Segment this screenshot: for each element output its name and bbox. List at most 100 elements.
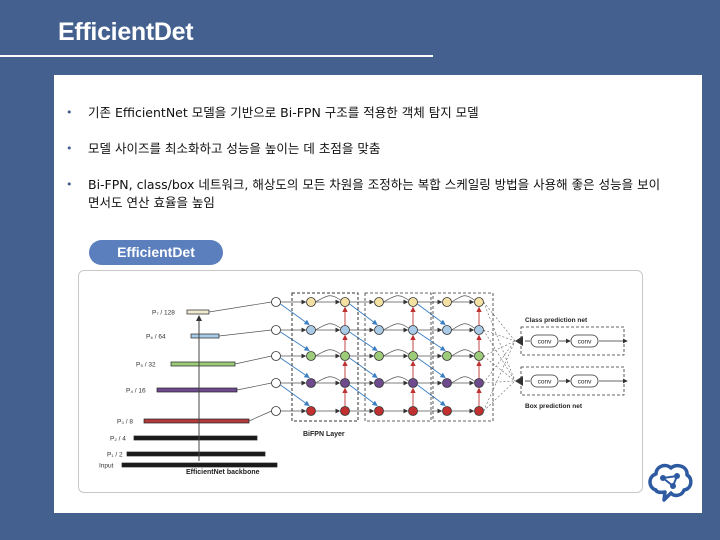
bifpn-node	[306, 378, 316, 388]
backbone-bar	[186, 309, 210, 315]
bifpn-node	[340, 325, 350, 335]
backbone-level-label: P₁ / 2	[107, 452, 123, 459]
backbone-level-label: P₇ / 128	[152, 310, 175, 317]
bifpn-node	[408, 351, 418, 361]
skip-edge	[315, 323, 341, 331]
backbone-bar	[170, 361, 236, 367]
backbone-label: EfficientNet backbone	[186, 469, 260, 476]
backbone-level-label: P₄ / 16	[126, 388, 146, 395]
skip-edge	[383, 349, 409, 357]
head-input-edge	[483, 301, 516, 382]
brain-network-icon	[648, 463, 693, 502]
input-edge	[218, 329, 272, 337]
bullet-item: •모델 사이즈를 최소화하고 성능을 높이는 데 초점을 맞춤	[66, 141, 381, 156]
bifpn-node	[271, 297, 281, 307]
conv-label: conv	[578, 379, 592, 386]
bifpn-node	[408, 406, 418, 416]
top-down-edge	[349, 331, 378, 352]
bifpn-node	[374, 297, 384, 307]
backbone-level-label: P₂ / 4	[110, 436, 126, 443]
top-down-edge	[349, 303, 378, 326]
edges-group	[208, 295, 482, 422]
skip-edge	[383, 295, 409, 303]
backbone-level-label: P₆ / 64	[146, 334, 166, 341]
bifpn-node	[474, 406, 484, 416]
input-edge	[234, 355, 272, 365]
architecture-diagram: P₇ / 128 P₆ / 64 P₅ / 32 P₄ / 16 P₃ / 8 P₂ / …	[78, 270, 643, 493]
bifpn-node	[442, 325, 452, 335]
skip-edge	[315, 376, 341, 384]
conv-label: conv	[578, 339, 592, 346]
bifpn-node	[340, 378, 350, 388]
head-input-edge	[483, 380, 516, 412]
top-down-edge	[417, 384, 446, 407]
bifpn-node	[374, 378, 384, 388]
head-input-edge	[483, 340, 516, 412]
conv-label: conv	[538, 379, 552, 386]
bifpn-node	[340, 351, 350, 361]
conv-block	[570, 334, 599, 348]
bifpn-node	[474, 325, 484, 335]
head-input-edge	[483, 301, 516, 342]
bifpn-node	[271, 351, 281, 361]
bifpn-node	[306, 325, 316, 335]
backbone-bar	[190, 333, 220, 339]
skip-edge	[383, 376, 409, 384]
bifpn-node	[442, 351, 452, 361]
conv-label: conv	[538, 339, 552, 346]
head-input-edge	[483, 329, 516, 342]
bifpn-node	[340, 297, 350, 307]
bifpn-node	[374, 325, 384, 335]
title-underline	[0, 55, 433, 57]
bifpn-node	[442, 297, 452, 307]
bifpn-node	[408, 325, 418, 335]
logo	[646, 460, 694, 508]
bifpn-node	[306, 351, 316, 361]
input-edge	[208, 301, 272, 313]
backbone-bar	[133, 435, 258, 441]
section-badge: EfficientDet	[89, 240, 223, 265]
box-net-label: Box prediction net	[525, 403, 583, 410]
backbone-level-label: P₅ / 32	[136, 362, 156, 369]
skip-edge	[451, 323, 475, 331]
skip-edge	[315, 295, 341, 303]
head-input-edge	[483, 340, 516, 384]
bullet-item: •기존 EfficientNet 모델을 기반으로 Bi-FPN 구조를 적용한…	[66, 105, 479, 120]
bifpn-node	[306, 297, 316, 307]
head-entry-icon	[515, 376, 523, 386]
bifpn-node	[306, 406, 316, 416]
input-edge	[236, 382, 272, 391]
backbone-group: P₇ / 128 P₆ / 64 P₅ / 32 P₄ / 16 P₃ / 8 P₂ / …	[99, 309, 278, 470]
bifpn-node	[271, 406, 281, 416]
skip-edge	[451, 349, 475, 357]
class-net-label: Class prediction net	[525, 317, 588, 324]
top-down-edge	[280, 303, 310, 326]
bifpn-node	[374, 351, 384, 361]
bullet-dot-icon: •	[66, 142, 73, 155]
top-down-edge	[417, 331, 446, 352]
bifpn-node	[340, 406, 350, 416]
bifpn-layer-box	[364, 292, 432, 422]
diagram-canvas: P₇ / 128 P₆ / 64 P₅ / 32 P₄ / 16 P₃ / 8 P₂ / …	[99, 292, 628, 476]
top-down-edge	[349, 357, 378, 379]
head-input-edge	[483, 380, 516, 384]
backbone-bar	[126, 451, 266, 457]
bifpn-layer-box	[432, 292, 494, 422]
skip-edge	[315, 349, 341, 357]
top-down-edge	[349, 384, 378, 407]
bifpn-node	[474, 378, 484, 388]
bifpn-node	[374, 406, 384, 416]
bifpn-layer-box	[291, 292, 359, 422]
bifpn-node	[408, 297, 418, 307]
bifpn-node	[271, 325, 281, 335]
backbone-level-label: P₃ / 8	[117, 419, 133, 426]
backbone-level-label: Input	[99, 463, 114, 470]
backbone-bar	[143, 418, 250, 424]
skip-edge	[451, 295, 475, 303]
backbone-bar	[156, 387, 238, 393]
skip-edge	[383, 323, 409, 331]
top-down-edge	[280, 384, 310, 407]
bifpn-node	[474, 351, 484, 361]
bullet-item: •Bi-FPN, class/box 네트워크, 해상도의 모든 차원을 조정하…	[66, 177, 661, 210]
bullet-dot-icon: •	[66, 178, 73, 191]
